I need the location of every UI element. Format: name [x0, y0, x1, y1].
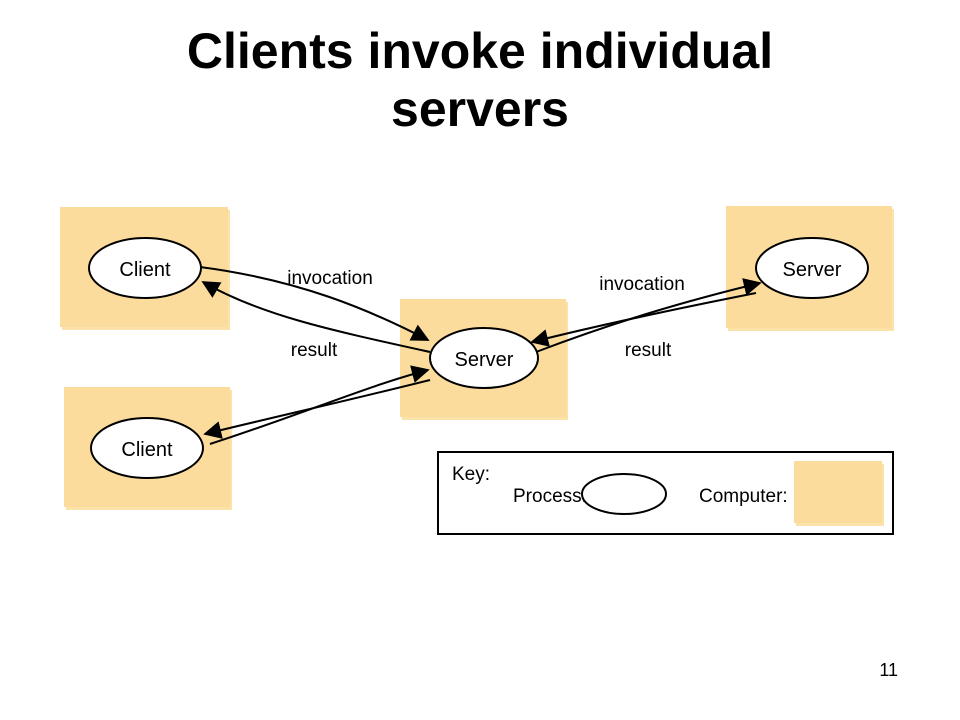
process-label-client-top: Client	[119, 259, 171, 281]
label-invocation-right: invocation	[599, 274, 685, 295]
legend-process-label: Process:	[513, 486, 587, 507]
slide-title-line-2: servers	[391, 81, 569, 137]
label-result-right: result	[625, 340, 672, 361]
process-server-right: Server	[755, 237, 869, 299]
arrow-invocation-left-bottom	[209, 365, 430, 445]
legend-computer-label: Computer:	[699, 486, 788, 507]
page-number: 11	[879, 660, 898, 680]
arrow-invocation-left	[199, 266, 430, 341]
legend-key-box: Key: Process: Computer:	[437, 451, 894, 535]
slide-title: Clients invoke individual servers	[0, 22, 960, 138]
label-result-left: result	[291, 340, 338, 361]
process-label-server-right: Server	[783, 259, 842, 281]
legend-key-title: Key:	[452, 464, 490, 485]
process-client-bottom: Client	[90, 417, 204, 479]
arrow-result-right	[530, 292, 757, 347]
process-label-server-center: Server	[455, 349, 514, 371]
legend-computer-symbol	[794, 461, 882, 523]
label-invocation-left: invocation	[287, 268, 373, 289]
process-client-top: Client	[88, 237, 202, 299]
arrow-result-left-bottom	[203, 379, 431, 439]
slide-title-line-1: Clients invoke individual	[186, 23, 774, 79]
process-label-client-bottom: Client	[121, 439, 173, 461]
arrow-result-left	[201, 281, 431, 353]
legend-process-symbol	[581, 473, 667, 515]
process-server-center: Server	[429, 327, 539, 389]
arrow-invocation-right	[535, 278, 762, 353]
